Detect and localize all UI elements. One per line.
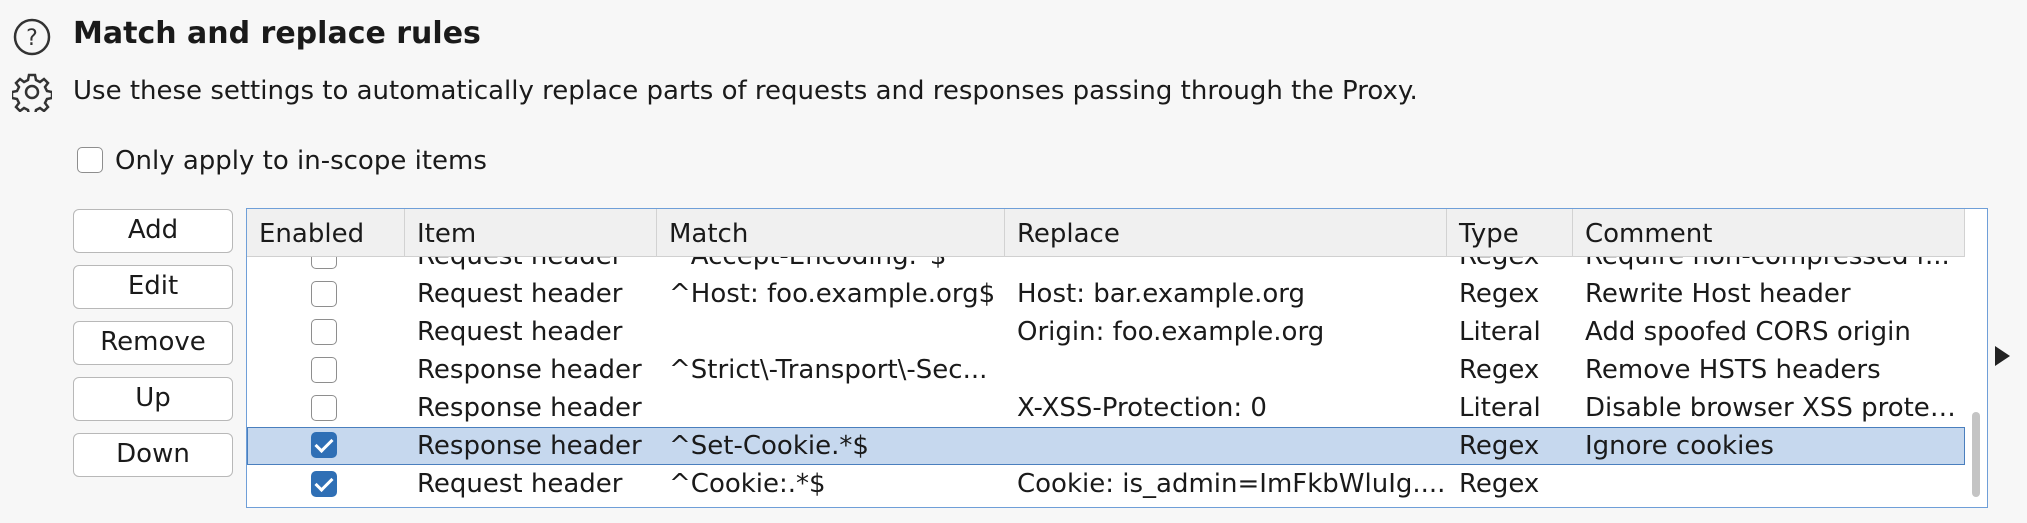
row-item: Request header bbox=[417, 469, 623, 499]
row-type: Regex bbox=[1447, 257, 1573, 275]
row-item: Response header bbox=[417, 393, 642, 423]
col-item[interactable]: Item bbox=[405, 209, 657, 257]
row-enabled-checkbox[interactable] bbox=[311, 257, 337, 269]
row-enabled-checkbox[interactable] bbox=[311, 471, 337, 497]
help-icon[interactable]: ? bbox=[12, 17, 52, 57]
row-match bbox=[657, 313, 1005, 351]
rules-table[interactable]: Enabled Item Match Replace Type Comment … bbox=[246, 208, 1988, 508]
row-replace bbox=[1005, 257, 1447, 275]
table-row[interactable]: Response header X-XSS-Protection: 0 Lite… bbox=[247, 389, 1965, 427]
table-row[interactable]: Request header ^Cookie:.*$ Cookie: is_ad… bbox=[247, 465, 1965, 503]
table-body: Request header ^Accept-Encoding.*$ Regex… bbox=[247, 257, 1965, 507]
table-row[interactable]: Request header Origin: foo.example.org L… bbox=[247, 313, 1965, 351]
table-row[interactable]: Response header ^Strict\-Transport\-Sec.… bbox=[247, 351, 1965, 389]
row-item: Request header bbox=[417, 279, 623, 309]
row-enabled-checkbox[interactable] bbox=[311, 357, 337, 383]
row-enabled-checkbox[interactable] bbox=[311, 432, 337, 458]
row-replace bbox=[1005, 351, 1447, 389]
row-enabled-checkbox[interactable] bbox=[311, 281, 337, 307]
row-type: Regex bbox=[1459, 469, 1540, 499]
expand-arrow-icon[interactable] bbox=[1995, 346, 2010, 366]
row-comment: Ignore cookies bbox=[1585, 431, 1774, 461]
table-row[interactable]: Request header ^Accept-Encoding.*$ Regex… bbox=[247, 257, 1965, 275]
row-match: ^Host: foo.example.org$ bbox=[669, 279, 996, 309]
col-type[interactable]: Type bbox=[1447, 209, 1573, 257]
row-replace bbox=[1005, 427, 1447, 465]
row-comment: Rewrite Host header bbox=[1585, 279, 1851, 309]
row-item: Response header bbox=[417, 431, 642, 461]
table-header: Enabled Item Match Replace Type Comment bbox=[247, 209, 1965, 257]
svg-text:?: ? bbox=[26, 26, 38, 51]
row-type: Literal bbox=[1459, 393, 1541, 423]
row-item: Response header bbox=[417, 355, 642, 385]
col-comment[interactable]: Comment bbox=[1573, 209, 1965, 257]
row-replace: Cookie: is_admin=ImFkbWluIg.... bbox=[1017, 469, 1446, 499]
row-comment: Add spoofed CORS origin bbox=[1585, 317, 1911, 347]
row-comment: Require non-compressed r... bbox=[1573, 257, 1965, 275]
row-type: Regex bbox=[1459, 355, 1540, 385]
col-match[interactable]: Match bbox=[657, 209, 1005, 257]
row-enabled-checkbox[interactable] bbox=[311, 395, 337, 421]
row-type: Regex bbox=[1459, 279, 1540, 309]
page-title: Match and replace rules bbox=[73, 16, 481, 51]
table-row-selected[interactable]: Response header ^Set-Cookie.*$ Regex Ign… bbox=[247, 427, 1965, 465]
row-match: ^Cookie:.*$ bbox=[669, 469, 826, 499]
col-replace[interactable]: Replace bbox=[1005, 209, 1447, 257]
row-match: ^Accept-Encoding.*$ bbox=[657, 257, 1005, 275]
col-enabled[interactable]: Enabled bbox=[247, 209, 405, 257]
row-enabled-checkbox[interactable] bbox=[311, 319, 337, 345]
up-button[interactable]: Up bbox=[73, 377, 233, 421]
vertical-scrollbar[interactable] bbox=[1969, 257, 1983, 507]
down-button[interactable]: Down bbox=[73, 433, 233, 477]
in-scope-label[interactable]: Only apply to in-scope items bbox=[115, 146, 487, 176]
row-type: Literal bbox=[1459, 317, 1541, 347]
add-button[interactable]: Add bbox=[73, 209, 233, 253]
row-item: Request header bbox=[417, 317, 623, 347]
row-match: ^Strict\-Transport\-Sec... bbox=[669, 355, 988, 385]
row-comment bbox=[1573, 465, 1965, 503]
scrollbar-thumb[interactable] bbox=[1972, 412, 1980, 497]
edit-button[interactable]: Edit bbox=[73, 265, 233, 309]
row-comment: Remove HSTS headers bbox=[1585, 355, 1881, 385]
row-match: ^Set-Cookie.*$ bbox=[669, 431, 869, 461]
row-item: Request header bbox=[405, 257, 657, 275]
row-replace: Host: bar.example.org bbox=[1017, 279, 1306, 309]
section-description: Use these settings to automatically repl… bbox=[73, 76, 1418, 106]
row-replace: X-XSS-Protection: 0 bbox=[1017, 393, 1267, 423]
in-scope-checkbox[interactable] bbox=[77, 147, 103, 173]
row-comment: Disable browser XSS protec... bbox=[1585, 393, 1965, 423]
row-replace: Origin: foo.example.org bbox=[1017, 317, 1325, 347]
row-type: Regex bbox=[1459, 431, 1540, 461]
row-match bbox=[657, 389, 1005, 427]
gear-icon[interactable] bbox=[12, 72, 52, 112]
table-row[interactable]: Request header ^Host: foo.example.org$ H… bbox=[247, 275, 1965, 313]
remove-button[interactable]: Remove bbox=[73, 321, 233, 365]
